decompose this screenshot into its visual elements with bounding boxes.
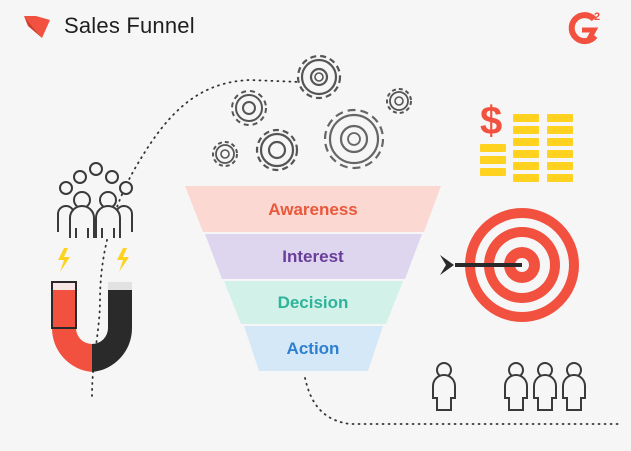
dollar-icon: $ [480, 99, 502, 143]
lightning-icon [117, 248, 129, 272]
dotted-connector-bottom [304, 377, 621, 425]
coin-stack-icon [480, 114, 573, 182]
brand-logo-icon [24, 16, 50, 38]
stage-label-decision: Decision [277, 293, 349, 312]
stage-label-interest: Interest [282, 247, 344, 266]
funnel-stage-decision [224, 281, 403, 324]
g2-icon: 2 [568, 11, 600, 45]
funnel-stage-action [244, 326, 383, 371]
person-icon [562, 362, 586, 411]
dotted-connector-top [91, 79, 301, 397]
gear-icon [255, 128, 299, 172]
gear-icon [296, 54, 342, 100]
stage-label-action: Action [286, 339, 340, 358]
gear-icon [323, 108, 385, 170]
gear-icon [231, 90, 267, 126]
page-title: Sales Funnel [64, 13, 195, 38]
magnet-icon [51, 281, 133, 372]
person-icon [432, 362, 456, 411]
stage-label-awareness: Awareness [268, 200, 358, 219]
funnel-stage-interest [205, 234, 422, 279]
people-group-icon [57, 162, 133, 238]
gear-icon [386, 88, 412, 114]
person-icon [533, 362, 557, 411]
arrow-icon [440, 255, 522, 275]
lightning-icon [58, 248, 70, 272]
g2-superscript: 2 [594, 11, 600, 23]
gear-icon [212, 141, 238, 167]
funnel-stage-awareness [185, 186, 441, 232]
person-icon [504, 362, 528, 411]
